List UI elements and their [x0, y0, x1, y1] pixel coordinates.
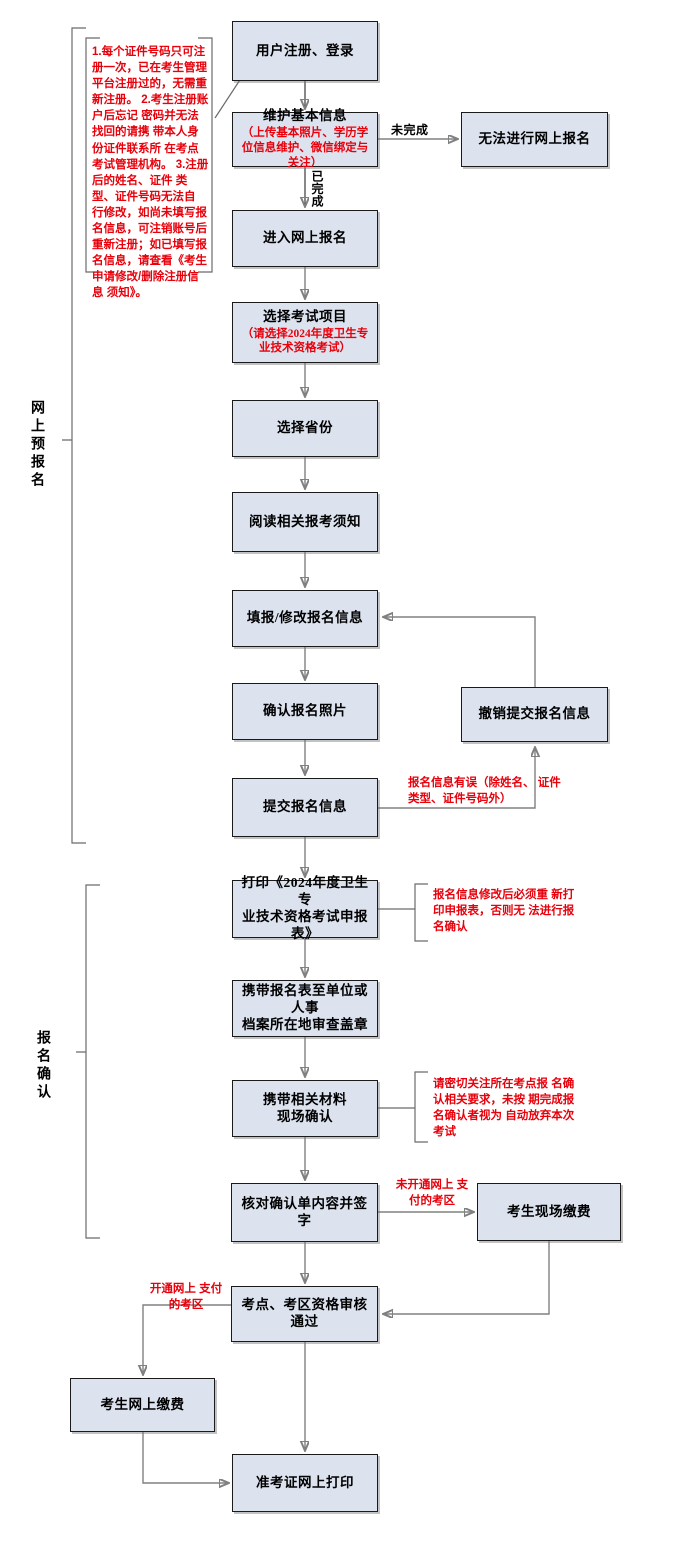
node-label: 选择省份 — [277, 420, 333, 436]
node-select-province[interactable]: 选择省份 — [232, 400, 378, 457]
section-label-online-preregistration: 网上预报名 — [29, 400, 44, 490]
node-user-register[interactable]: 用户注册、登录 — [232, 21, 378, 81]
annotation-line: 请密切关注所在考点报 — [433, 1078, 548, 1090]
node-label: 携带报名表至单位或人事 — [242, 983, 368, 1016]
node-cannot-register-online[interactable]: 无法进行网上报名 — [461, 112, 608, 167]
node-label: 准考证网上打印 — [256, 1474, 354, 1490]
node-label: 确认报名照片 — [263, 703, 347, 719]
annotation-line: 3.注册后的姓名、证件 — [92, 158, 209, 187]
annotation-line: 支付的考区 — [409, 1179, 469, 1208]
annotation-no-online-payment-area: 未开通网上 支付的考区 — [392, 1177, 472, 1209]
node-submit-info[interactable]: 提交报名信息 — [232, 778, 378, 837]
node-label: 维护基本信息 — [263, 108, 347, 124]
annotation-online-payment-area: 开通网上 支付的考区 — [146, 1281, 226, 1313]
annotation-line: 开通网上 — [149, 1283, 196, 1295]
node-sublabel: （上传基本照片、学历学位信息维护、微信绑定与关注） — [241, 127, 369, 169]
annotation-line: 证件类型、证件号码外） — [408, 777, 561, 806]
annotation-line: 新打印申报表，否则无 — [433, 889, 575, 918]
node-select-exam-project[interactable]: 选择考试项目 （请选择2024年度卫生专业技术资格考试） — [232, 302, 378, 363]
node-label: 撤销提交报名信息 — [478, 706, 591, 722]
annotation-reprint-required: 报名信息修改后必须重 新打印申报表，否则无 法进行报名确认 — [433, 887, 583, 935]
node-label: 考点、考区资格审核 — [241, 1297, 368, 1313]
annotation-line: 行修改，如尚未填写报 — [92, 206, 207, 219]
annotation-line: 未开通网上 — [395, 1179, 454, 1191]
node-bring-form-to-unit[interactable]: 携带报名表至单位或人事 档案所在地审查盖章 — [232, 980, 378, 1037]
node-online-payment[interactable]: 考生网上缴费 — [70, 1378, 215, 1432]
node-read-notice[interactable]: 阅读相关报考须知 — [232, 492, 378, 552]
node-label: 考生现场缴费 — [507, 1203, 591, 1219]
node-label: 档案所在地审查盖章 — [242, 1016, 368, 1032]
node-label: 携带相关材料 — [263, 1091, 347, 1107]
edge-label-completed: 已完成 — [310, 170, 324, 208]
annotation-line: 平台注册过的，无需重 — [92, 78, 207, 91]
node-enter-online-registration[interactable]: 进入网上报名 — [232, 210, 378, 267]
node-label: 选择考试项目 — [263, 308, 347, 324]
node-label: 用户注册、登录 — [256, 42, 354, 58]
annotation-line: 申请修改/删除注册信息 — [92, 271, 199, 300]
node-label: 阅读相关报考须知 — [249, 513, 361, 529]
annotation-line: 自动放弃本次考试 — [433, 1110, 575, 1139]
node-maintain-basic-info[interactable]: 维护基本信息 （上传基本照片、学历学位信息维护、微信绑定与关注） — [232, 108, 378, 169]
annotation-line: 名确认相关要求，未按 — [433, 1078, 575, 1107]
annotation-line: 报名信息有误（除姓名、 — [408, 777, 535, 789]
annotation-line: 须知》。 — [106, 287, 147, 300]
annotation-line: 在考点考试管理机构。 — [92, 142, 199, 171]
annotation-onsite-confirm-notice: 请密切关注所在考点报 名确认相关要求，未按 期完成报名确认者视为 自动放弃本次考… — [433, 1076, 583, 1140]
edge-label-not-completed: 未完成 — [391, 123, 429, 137]
annotation-line: 类型、证件号码无法自 — [92, 174, 196, 203]
node-onsite-payment[interactable]: 考生现场缴费 — [477, 1183, 621, 1241]
annotation-line: 册一次，已在考生管理 — [92, 62, 207, 75]
annotation-line: 报名信息修改后必须重 — [433, 889, 548, 901]
annotation-info-error: 报名信息有误（除姓名、 证件类型、证件号码外） — [408, 775, 568, 807]
annotation-line: 新注册。 — [92, 94, 138, 107]
node-label: 打印《2024年度卫生专 — [241, 875, 369, 908]
node-label: 进入网上报名 — [263, 230, 347, 246]
node-print-application-form[interactable]: 打印《2024年度卫生专 业技术资格考试申报表》 — [232, 875, 378, 941]
node-sublabel: （请选择2024年度卫生专业技术资格考试） — [241, 327, 369, 355]
annotation-line: 重新注册；如已填写报 — [92, 239, 207, 252]
annotation-line: 1.每个证件号码只可注 — [92, 46, 206, 58]
node-qualification-review[interactable]: 考点、考区资格审核 通过 — [231, 1286, 378, 1342]
node-label: 考生网上缴费 — [100, 1396, 185, 1412]
annotation-register-notes: 1.每个证件号码只可注 册一次，已在考生管理 平台注册过的，无需重 新注册。 2… — [92, 44, 210, 302]
node-label: 填报/修改报名信息 — [246, 610, 364, 626]
node-print-admission-ticket[interactable]: 准考证网上打印 — [232, 1454, 378, 1512]
node-label: 通过 — [290, 1314, 319, 1329]
node-verify-and-sign[interactable]: 核对确认单内容并签字 — [231, 1183, 378, 1242]
node-cancel-submit-info[interactable]: 撤销提交报名信息 — [461, 687, 608, 742]
annotation-line: 密码并无法找回的请携 — [92, 110, 199, 139]
annotation-line: 法进行报名确认 — [433, 905, 575, 934]
node-label: 核对确认单内容并签字 — [241, 1195, 368, 1228]
annotation-line: 2.考生注册账户后忘记 — [92, 94, 209, 123]
annotation-line: 支付的考区 — [168, 1283, 223, 1312]
section-label-registration-confirmation: 报名确认 — [35, 1030, 50, 1102]
node-label: 业技术资格考试申报表》 — [242, 909, 368, 941]
node-label: 现场确认 — [277, 1108, 333, 1124]
node-confirm-photo[interactable]: 确认报名照片 — [232, 683, 378, 740]
annotation-line: 期完成报名确认者视为 — [433, 1094, 575, 1123]
annotation-line: 名信息，可注销账号后 — [92, 223, 207, 236]
node-label: 提交报名信息 — [263, 799, 347, 815]
node-bring-materials-onsite[interactable]: 携带相关材料 现场确认 — [232, 1080, 378, 1137]
node-fill-modify-info[interactable]: 填报/修改报名信息 — [232, 590, 378, 647]
node-label: 无法进行网上报名 — [478, 131, 591, 147]
annotation-line: 带本人身份证件联系所 — [92, 126, 199, 155]
annotation-line: 名信息，请查看《考生 — [92, 255, 207, 268]
